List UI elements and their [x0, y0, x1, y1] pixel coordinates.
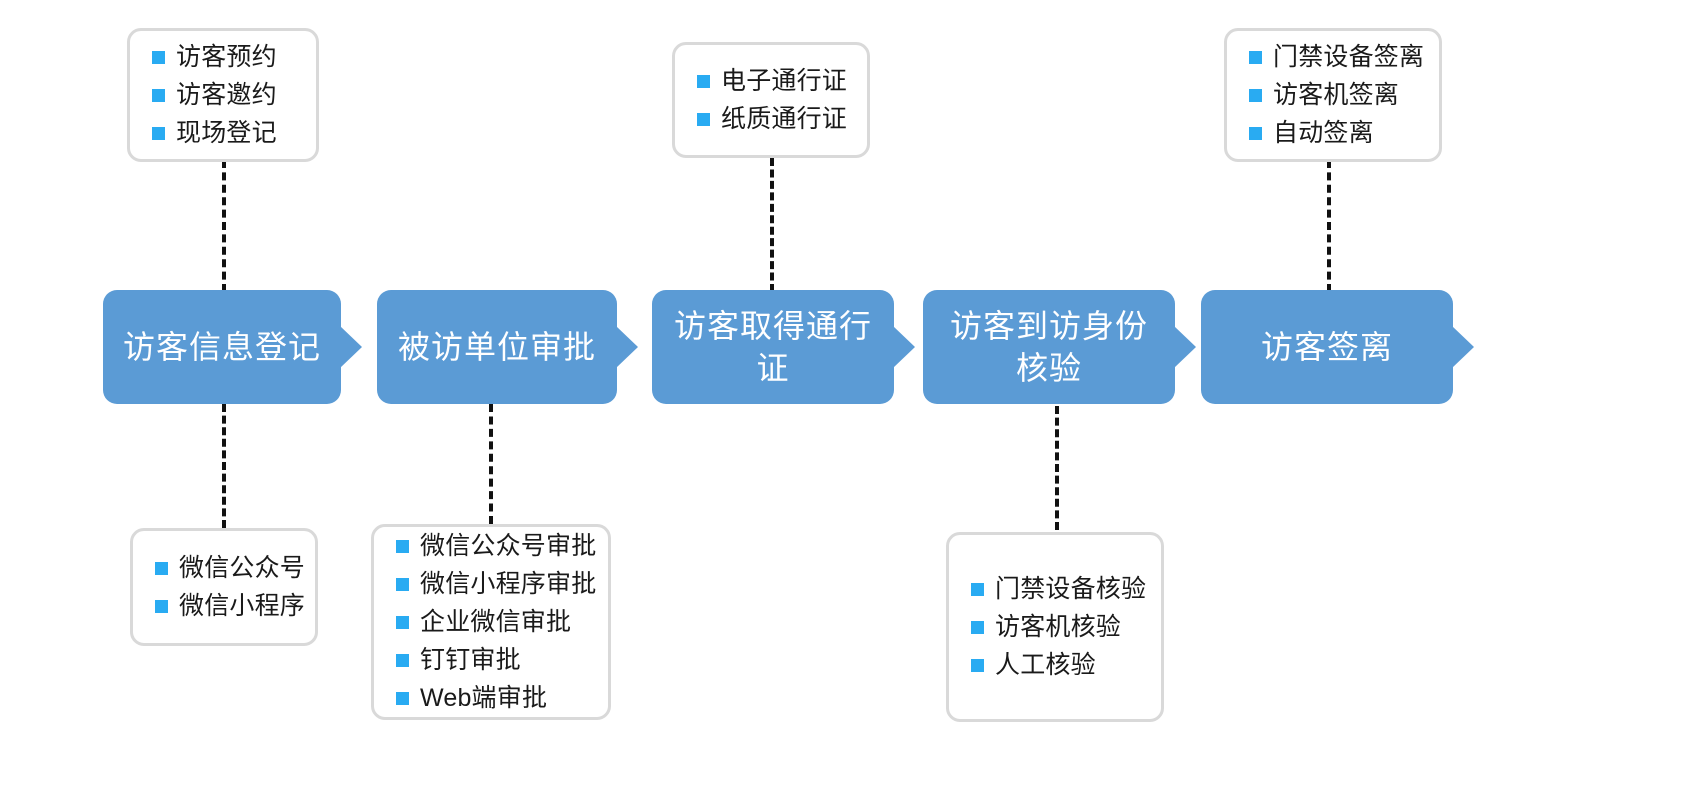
list-item-label: 微信小程序审批: [420, 570, 597, 598]
bullet-square-icon: [152, 50, 165, 64]
bullet-square-icon: [697, 74, 710, 88]
bullet-square-icon: [396, 539, 409, 553]
callout-checkout-methods[interactable]: 门禁设备签离 访客机签离 自动签离: [1224, 28, 1442, 162]
bullet-square-icon: [155, 599, 168, 613]
stage-label: 访客取得通行证: [673, 308, 872, 386]
list-item[interactable]: 微信公众号审批: [396, 529, 596, 563]
list-item-label: 访客预约: [176, 43, 277, 71]
stage-body: 访客签离: [1201, 290, 1453, 404]
list-item-label: 微信公众号: [179, 554, 306, 582]
list-item[interactable]: 钉钉审批: [396, 643, 592, 677]
callout-approval-channels[interactable]: 微信公众号审批 微信小程序审批 企业微信审批 钉钉审批 Web端审批: [371, 524, 611, 720]
stage-obtain-pass[interactable]: 访客取得通行证: [652, 290, 915, 404]
list-item-label: 自动签离: [1273, 119, 1374, 147]
callout-list: 门禁设备核验 访客机核验 人工核验: [949, 568, 1161, 686]
stage-body: 访客信息登记: [103, 290, 341, 404]
list-item[interactable]: 微信小程序: [155, 589, 305, 623]
list-item-label: 人工核验: [995, 651, 1096, 679]
list-item-label: 访客机签离: [1273, 81, 1400, 109]
list-item[interactable]: 访客机签离: [1249, 78, 1423, 112]
list-item[interactable]: 门禁设备签离: [1249, 40, 1425, 74]
stage-visitor-registration[interactable]: 访客信息登记: [103, 290, 362, 404]
bullet-square-icon: [396, 691, 409, 705]
connector-stage1-bottom: [222, 404, 226, 528]
list-item[interactable]: 访客预约: [152, 40, 300, 74]
list-item-label: 纸质通行证: [721, 105, 848, 133]
list-item[interactable]: Web端审批: [396, 681, 592, 715]
list-item[interactable]: 自动签离: [1249, 116, 1423, 150]
stage-label: 访客信息登记: [122, 329, 321, 365]
stage-arrow-icon: [1452, 326, 1474, 368]
bullet-square-icon: [1249, 50, 1262, 64]
connector-stage3-top: [770, 158, 774, 292]
list-item-label: 微信小程序: [179, 592, 306, 620]
callout-list: 微信公众号 微信小程序: [133, 547, 315, 627]
connector-stage5-top: [1327, 160, 1331, 292]
callout-verification-methods[interactable]: 门禁设备核验 访客机核验 人工核验: [946, 532, 1164, 722]
list-item-label: 访客机核验: [995, 613, 1122, 641]
connector-stage1-top: [222, 160, 226, 292]
stage-arrow-icon: [893, 326, 915, 368]
bullet-square-icon: [1249, 126, 1262, 140]
list-item[interactable]: 微信公众号: [155, 551, 305, 585]
list-item[interactable]: 微信小程序审批: [396, 567, 596, 601]
list-item[interactable]: 企业微信审批: [396, 605, 592, 639]
list-item[interactable]: 访客邀约: [152, 78, 300, 112]
list-item-label: 门禁设备核验: [995, 575, 1147, 603]
stage-identity-verification[interactable]: 访客到访身份核验: [923, 290, 1196, 404]
bullet-square-icon: [697, 112, 710, 126]
stage-body: 访客取得通行证: [652, 290, 894, 404]
bullet-square-icon: [152, 88, 165, 102]
bullet-square-icon: [971, 658, 984, 672]
list-item-label: 微信公众号审批: [420, 532, 597, 560]
callout-list: 电子通行证 纸质通行证: [675, 60, 867, 140]
connector-stage2-bottom: [489, 404, 493, 524]
list-item[interactable]: 门禁设备核验: [971, 572, 1147, 606]
callout-list: 访客预约 访客邀约 现场登记: [130, 36, 316, 154]
list-item-label: 访客邀约: [176, 81, 277, 109]
bullet-square-icon: [396, 653, 409, 667]
bullet-square-icon: [152, 126, 165, 140]
stage-visitor-checkout[interactable]: 访客签离: [1201, 290, 1474, 404]
stage-arrow-icon: [616, 326, 638, 368]
callout-pass-types[interactable]: 电子通行证 纸质通行证: [672, 42, 870, 158]
connector-stage4-bottom: [1055, 406, 1059, 530]
list-item[interactable]: 人工核验: [971, 648, 1145, 682]
bullet-square-icon: [155, 561, 168, 575]
stage-label: 访客到访身份核验: [949, 308, 1148, 386]
callout-registration-apps[interactable]: 微信公众号 微信小程序: [130, 528, 318, 646]
callout-list: 门禁设备签离 访客机签离 自动签离: [1227, 36, 1439, 154]
stage-body: 访客到访身份核验: [923, 290, 1175, 404]
stage-arrow-icon: [1174, 326, 1196, 368]
list-item-label: 门禁设备签离: [1273, 43, 1425, 71]
stage-body: 被访单位审批: [377, 290, 617, 404]
stage-label: 被访单位审批: [397, 329, 596, 365]
list-item[interactable]: 电子通行证: [697, 64, 851, 98]
bullet-square-icon: [971, 582, 984, 596]
list-item-label: 现场登记: [176, 119, 277, 147]
bullet-square-icon: [396, 615, 409, 629]
list-item[interactable]: 访客机核验: [971, 610, 1145, 644]
bullet-square-icon: [971, 620, 984, 634]
list-item[interactable]: 纸质通行证: [697, 102, 851, 136]
list-item-label: Web端审批: [420, 684, 548, 712]
callout-list: 微信公众号审批 微信小程序审批 企业微信审批 钉钉审批 Web端审批: [374, 525, 608, 719]
stage-label: 访客签离: [1260, 329, 1393, 365]
bullet-square-icon: [396, 577, 409, 591]
list-item[interactable]: 现场登记: [152, 116, 300, 150]
list-item-label: 钉钉审批: [420, 646, 521, 674]
list-item-label: 企业微信审批: [420, 608, 572, 636]
stage-arrow-icon: [340, 326, 362, 368]
callout-visitor-registration-channels[interactable]: 访客预约 访客邀约 现场登记: [127, 28, 319, 162]
stage-host-approval[interactable]: 被访单位审批: [377, 290, 638, 404]
list-item-label: 电子通行证: [721, 67, 848, 95]
bullet-square-icon: [1249, 88, 1262, 102]
